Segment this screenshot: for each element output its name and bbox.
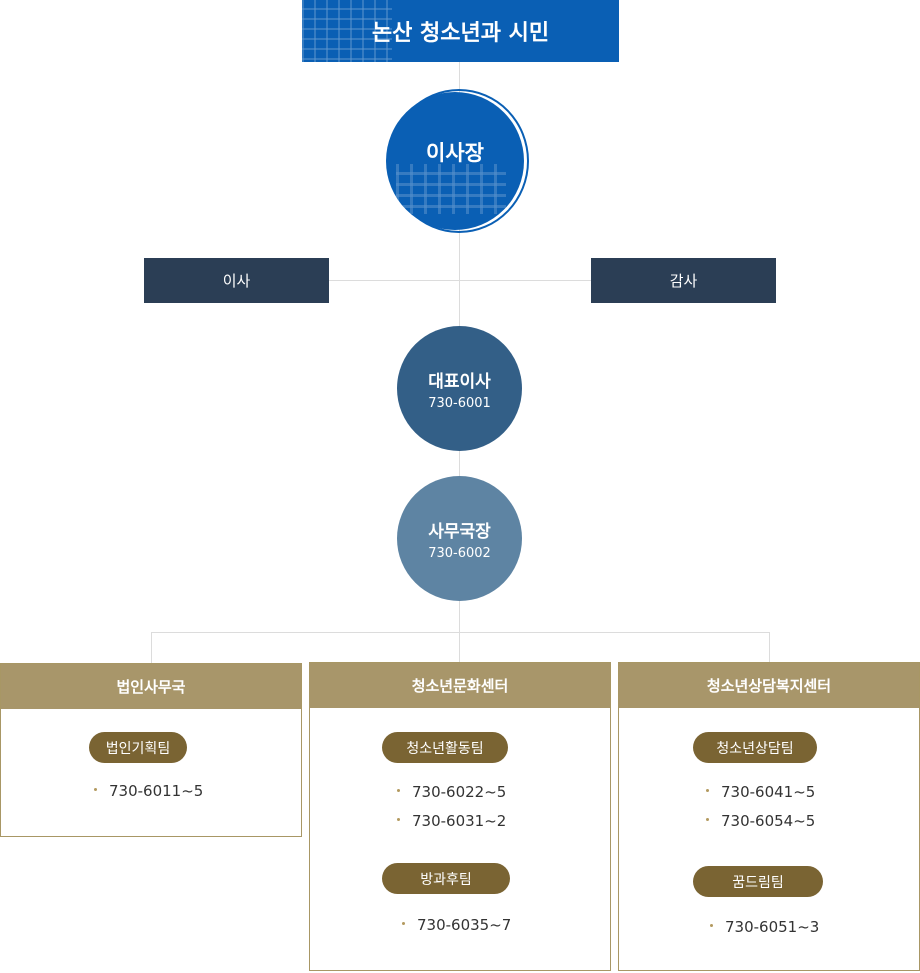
department-header: 청소년상담복지센터 — [619, 663, 919, 708]
org-title-bar: 논산 청소년과 시민 — [302, 0, 619, 62]
team-pill: 법인기획팀 — [89, 732, 187, 763]
department-header: 청소년문화센터 — [310, 663, 610, 708]
team-phone: 730-6031~2 — [397, 812, 506, 830]
ceo-phone: 730-6001 — [428, 395, 491, 411]
bullet-icon — [706, 818, 709, 821]
chairman-label: 이사장 — [426, 141, 484, 165]
phone-number: 730-6041~5 — [721, 783, 816, 801]
connector-horizontal-board — [329, 280, 591, 281]
team-phone: 730-6035~7 — [402, 916, 511, 934]
department-youth-culture-center: 청소년문화센터 청소년활동팀 730-6022~5 730-6031~2 방과후… — [309, 662, 611, 971]
bullet-icon — [397, 789, 400, 792]
team-pill: 방과후팀 — [382, 863, 510, 894]
secretary-general-name: 사무국장 — [428, 521, 491, 542]
department-corporate-office: 법인사무국 법인기획팀 730-6011~5 — [0, 663, 302, 837]
director-label: 이사 — [222, 272, 251, 290]
phone-number: 730-6022~5 — [412, 783, 507, 801]
auditor-node: 감사 — [591, 258, 776, 303]
connector-dept-middle — [459, 632, 460, 663]
director-node: 이사 — [144, 258, 329, 303]
ceo-name: 대표이사 — [428, 371, 491, 392]
connector-dept-right — [769, 632, 770, 663]
team-phone: 730-6041~5 — [706, 783, 815, 801]
department-header: 법인사무국 — [1, 664, 301, 709]
team-phone: 730-6011~5 — [94, 782, 203, 800]
phone-number: 730-6011~5 — [109, 782, 204, 800]
bullet-icon — [94, 788, 97, 791]
connector-horizontal-departments — [151, 632, 770, 633]
phone-number: 730-6031~2 — [412, 812, 507, 830]
phone-number: 730-6054~5 — [721, 812, 816, 830]
team-phone: 730-6051~3 — [710, 918, 819, 936]
team-phone: 730-6054~5 — [706, 812, 815, 830]
phone-number: 730-6051~3 — [725, 918, 820, 936]
bullet-icon — [402, 922, 405, 925]
org-title: 논산 청소년과 시민 — [371, 21, 550, 46]
pattern-decoration — [302, 0, 392, 62]
secretary-general-node: 사무국장 730-6002 — [397, 476, 522, 601]
connector-dept-left — [151, 632, 152, 663]
team-pill: 꿈드림팀 — [693, 866, 823, 897]
chairman-node: 이사장 — [386, 92, 524, 230]
department-youth-counseling-center: 청소년상담복지센터 청소년상담팀 730-6041~5 730-6054~5 꿈… — [618, 662, 920, 971]
team-pill: 청소년활동팀 — [382, 732, 508, 763]
bullet-icon — [710, 924, 713, 927]
bullet-icon — [706, 789, 709, 792]
team-phone: 730-6022~5 — [397, 783, 506, 801]
bullet-icon — [397, 818, 400, 821]
team-pill: 청소년상담팀 — [693, 732, 817, 763]
phone-number: 730-6035~7 — [417, 916, 512, 934]
ceo-node: 대표이사 730-6001 — [397, 326, 522, 451]
auditor-label: 감사 — [669, 272, 698, 290]
secretary-general-phone: 730-6002 — [428, 545, 491, 561]
pattern-decoration — [396, 164, 506, 214]
